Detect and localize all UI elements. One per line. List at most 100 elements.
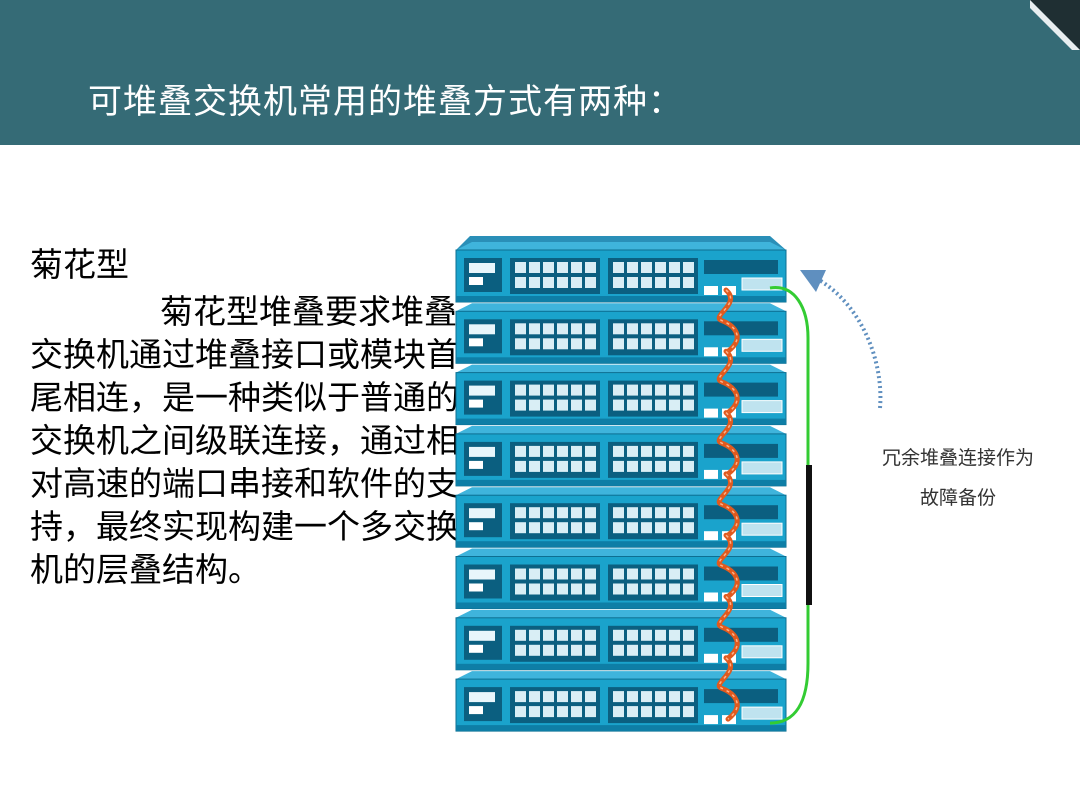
ethernet-port xyxy=(585,706,596,718)
ethernet-port xyxy=(669,460,680,472)
ethernet-port xyxy=(529,644,540,656)
ethernet-port xyxy=(613,706,624,718)
port-block xyxy=(608,564,698,601)
ethernet-port xyxy=(557,277,568,288)
ethernet-port xyxy=(641,583,652,595)
ethernet-port xyxy=(557,629,568,641)
ethernet-port xyxy=(529,460,540,472)
stacking-cable-highlight xyxy=(718,473,738,536)
ethernet-port xyxy=(585,338,596,350)
ethernet-port xyxy=(641,277,652,288)
ethernet-port xyxy=(571,399,582,411)
ethernet-port xyxy=(515,384,526,396)
ethernet-port xyxy=(613,338,624,350)
stack-port-in xyxy=(704,286,718,295)
switch-top-bevel xyxy=(456,303,786,312)
switch-status-indicator xyxy=(469,277,483,285)
ethernet-port xyxy=(655,522,666,534)
ethernet-port xyxy=(655,262,666,273)
ethernet-port xyxy=(655,384,666,396)
switch-status-led xyxy=(469,692,495,703)
port-block xyxy=(510,503,600,540)
port-block xyxy=(510,380,600,417)
ethernet-port xyxy=(669,568,680,580)
ethernet-port xyxy=(683,399,694,411)
ethernet-port xyxy=(669,399,680,411)
switch-top-bevel xyxy=(456,425,786,434)
ethernet-port xyxy=(585,691,596,703)
ethernet-port xyxy=(515,583,526,595)
ethernet-port xyxy=(515,262,526,273)
ethernet-port xyxy=(641,323,652,335)
ethernet-port xyxy=(529,338,540,350)
switch-status-led xyxy=(469,324,495,335)
ethernet-port xyxy=(683,706,694,718)
ethernet-port xyxy=(571,445,582,457)
switch-status-indicator xyxy=(469,583,483,592)
ethernet-port xyxy=(557,644,568,656)
ethernet-port xyxy=(669,583,680,595)
ethernet-port xyxy=(585,644,596,656)
ethernet-port xyxy=(543,706,554,718)
ethernet-port xyxy=(557,399,568,411)
ethernet-port xyxy=(529,583,540,595)
switch-shadow xyxy=(456,541,786,548)
description-paragraph: 菊花型堆叠要求堆叠交换机通过堆叠接口或模块首尾相连，是一种类似于普通的交换机之间… xyxy=(30,292,459,589)
stack-module-slot xyxy=(741,400,783,414)
ethernet-port xyxy=(529,277,540,288)
ethernet-port xyxy=(515,507,526,519)
ethernet-port xyxy=(515,691,526,703)
ethernet-port xyxy=(571,338,582,350)
stack-module-label xyxy=(704,566,778,581)
stack-module-slot xyxy=(741,338,783,352)
ethernet-port xyxy=(613,583,624,595)
ethernet-port xyxy=(641,384,652,396)
stack-module-label xyxy=(704,321,778,336)
switch-top-bevel xyxy=(456,364,786,373)
ethernet-port xyxy=(627,583,638,595)
ethernet-port xyxy=(669,323,680,335)
ethernet-port xyxy=(571,568,582,580)
ethernet-port xyxy=(683,568,694,580)
ethernet-port xyxy=(585,262,596,273)
switch-unit xyxy=(455,303,787,364)
ethernet-port xyxy=(515,568,526,580)
port-block xyxy=(608,319,698,356)
stacking-cable-highlight xyxy=(718,595,738,659)
ethernet-port xyxy=(669,445,680,457)
ethernet-port xyxy=(515,644,526,656)
ethernet-port xyxy=(529,445,540,457)
switch-shadow xyxy=(456,418,786,425)
ethernet-port xyxy=(613,323,624,335)
ethernet-port xyxy=(571,507,582,519)
ethernet-port xyxy=(529,323,540,335)
ethernet-port xyxy=(683,445,694,457)
ethernet-port xyxy=(655,568,666,580)
switch-shadow xyxy=(456,602,786,609)
ethernet-port xyxy=(543,445,554,457)
ethernet-port xyxy=(627,460,638,472)
ethernet-port xyxy=(655,644,666,656)
ethernet-port xyxy=(683,277,694,288)
ethernet-port xyxy=(655,460,666,472)
ethernet-port xyxy=(557,507,568,519)
ethernet-port xyxy=(669,691,680,703)
ethernet-port xyxy=(515,338,526,350)
ethernet-port xyxy=(627,691,638,703)
ethernet-port xyxy=(627,568,638,580)
ethernet-port xyxy=(571,384,582,396)
stacking-cable-highlight xyxy=(718,534,738,598)
ethernet-port xyxy=(627,277,638,288)
ethernet-port xyxy=(655,399,666,411)
ethernet-port xyxy=(613,445,624,457)
ethernet-port xyxy=(641,399,652,411)
switch-shadow xyxy=(456,479,786,486)
ethernet-port xyxy=(627,399,638,411)
ethernet-port xyxy=(557,460,568,472)
ethernet-port xyxy=(585,445,596,457)
switch-top-bevel xyxy=(456,671,786,680)
ethernet-port xyxy=(543,644,554,656)
stacking-cable-highlight xyxy=(718,657,738,720)
ethernet-port xyxy=(529,691,540,703)
